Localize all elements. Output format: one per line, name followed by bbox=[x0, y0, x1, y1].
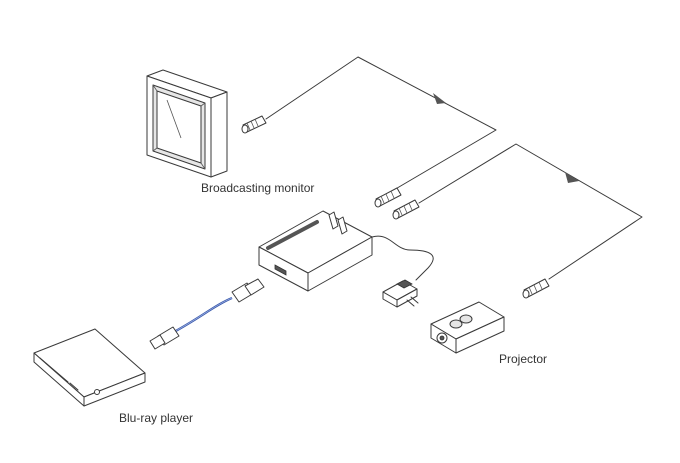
monitor-label: Broadcasting monitor bbox=[201, 181, 315, 195]
bluray-label: Blu-ray player bbox=[119, 411, 194, 425]
power-adapter-icon bbox=[382, 279, 419, 308]
bnc-connector-icon bbox=[241, 115, 267, 134]
projector-icon bbox=[430, 301, 505, 354]
sdi-cable-projector bbox=[418, 143, 643, 280]
sdi-cable-monitor bbox=[265, 56, 497, 195]
hdmi-connector-icon bbox=[149, 278, 265, 350]
converter-icon bbox=[258, 210, 373, 292]
arrow-icon bbox=[565, 172, 579, 183]
hdmi-cable bbox=[171, 296, 233, 334]
projector-label: Projector bbox=[499, 352, 548, 366]
monitor-icon bbox=[146, 69, 228, 178]
bluray-player-icon bbox=[33, 328, 146, 407]
arrow-icon bbox=[433, 93, 446, 104]
power-cable bbox=[371, 235, 434, 281]
bnc-connector-icon bbox=[374, 187, 420, 220]
bnc-connector-icon bbox=[522, 278, 550, 299]
